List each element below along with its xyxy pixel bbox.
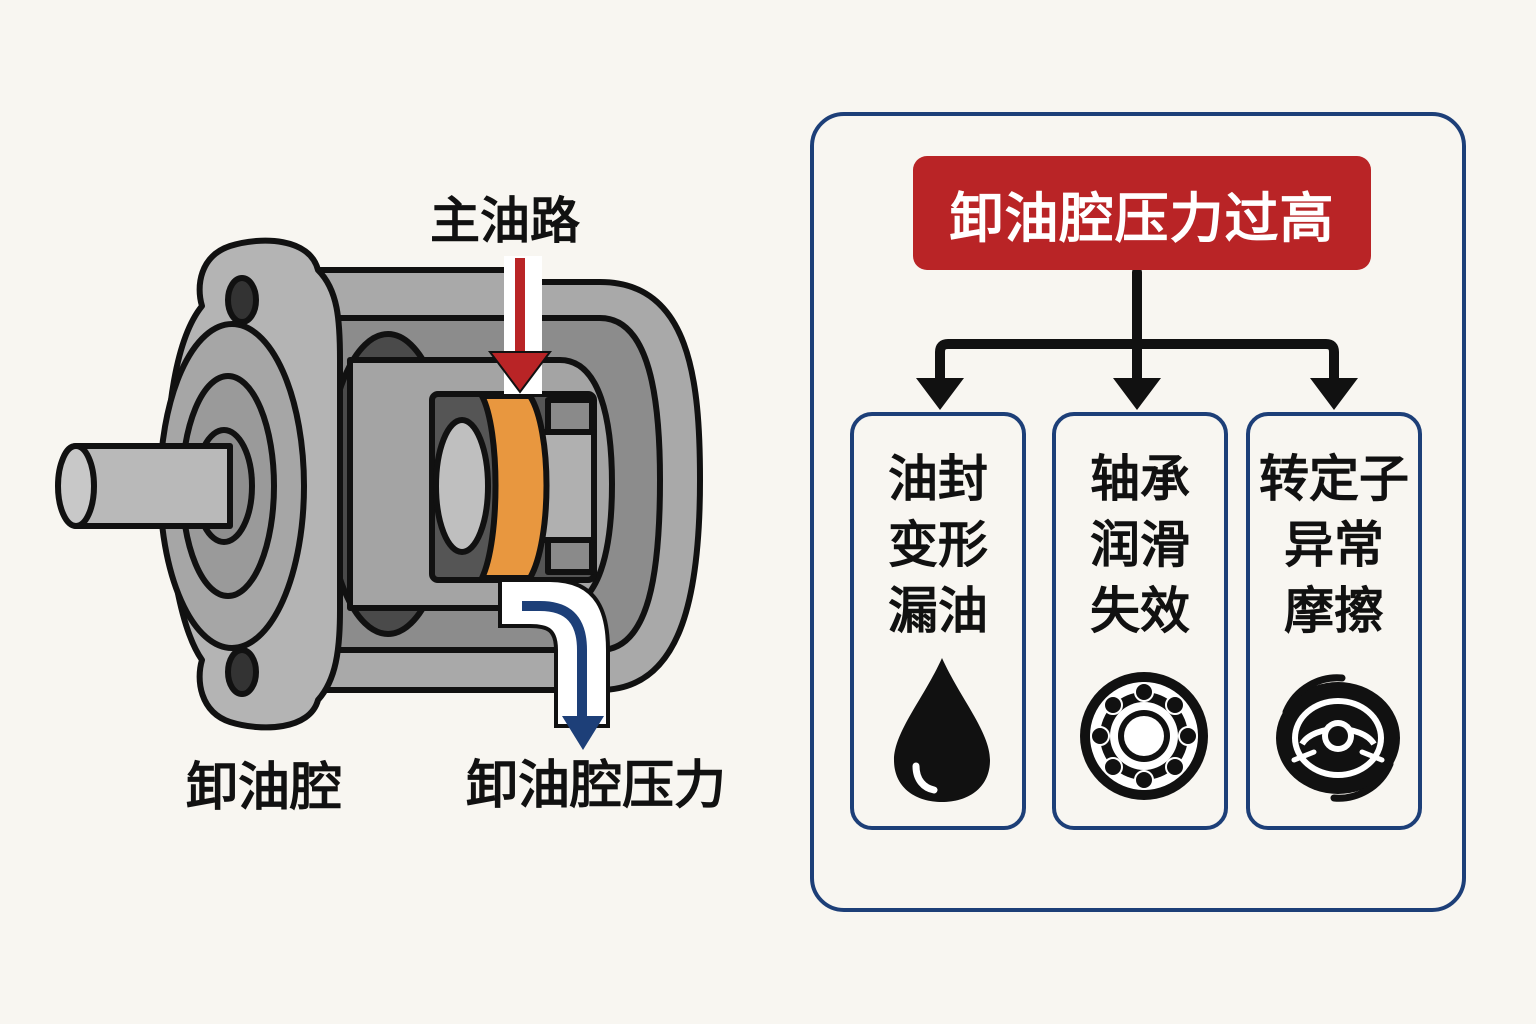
effect-text: 油封 变形 漏油 bbox=[854, 446, 1022, 644]
drain-pressure-arrow bbox=[522, 601, 587, 722]
effect-line: 转定子 bbox=[1259, 450, 1409, 508]
main-oil-path-label: 主油路 bbox=[430, 192, 580, 250]
effect-card-oil-seal: 油封 变形 漏油 bbox=[850, 412, 1026, 830]
effect-line: 失效 bbox=[1090, 582, 1190, 640]
drain-pressure-arrowhead bbox=[562, 716, 604, 750]
effect-line: 摩擦 bbox=[1284, 582, 1384, 640]
effect-card-bearing: 轴承 润滑 失效 bbox=[1052, 412, 1228, 830]
effect-line: 润滑 bbox=[1090, 516, 1190, 574]
ball-bearing-icon bbox=[1080, 672, 1208, 800]
arrowhead-effect-2 bbox=[1113, 378, 1161, 410]
effect-line: 油封 bbox=[888, 450, 988, 508]
effect-text: 转定子 异常 摩擦 bbox=[1250, 446, 1418, 644]
cause-header: 卸油腔压力过高 bbox=[913, 156, 1371, 270]
effect-line: 异常 bbox=[1284, 516, 1384, 574]
drain-chamber-label: 卸油腔 bbox=[186, 758, 343, 818]
arrowhead-effect-1 bbox=[916, 378, 964, 410]
effect-card-rotor-stator: 转定子 异常 摩擦 bbox=[1246, 412, 1422, 830]
main-oil-path-arrowhead bbox=[488, 351, 552, 394]
effect-line: 变形 bbox=[888, 516, 988, 574]
effect-line: 轴承 bbox=[1090, 450, 1190, 508]
rotor-stator-friction-icon bbox=[1276, 674, 1400, 802]
arrowhead-effect-3 bbox=[1310, 378, 1358, 410]
drain-chamber-pressure-label: 卸油腔压力 bbox=[466, 756, 727, 816]
oil-drop-icon bbox=[894, 658, 990, 802]
cause-effect-panel bbox=[810, 112, 1466, 912]
motor-housing bbox=[297, 267, 703, 693]
output-shaft bbox=[55, 443, 233, 529]
effect-text: 轴承 润滑 失效 bbox=[1056, 446, 1224, 644]
effect-line: 漏油 bbox=[888, 582, 988, 640]
